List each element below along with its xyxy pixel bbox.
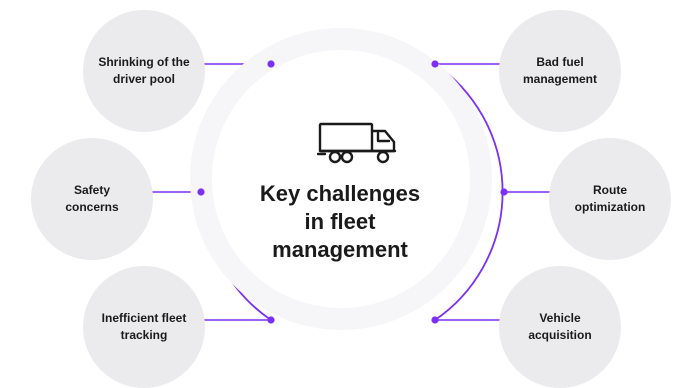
diagram-title: Key challenges in fleet management [259,181,421,262]
challenge-label: Vehicle acquisition [528,311,592,342]
challenge-node-driver-pool: Shrinking of the driver pool [83,10,205,132]
challenge-node-tracking: Inefficient fleet tracking [83,266,205,388]
challenge-node-vehicle: Vehicle acquisition [499,266,621,388]
connector-dot [267,60,275,68]
challenge-label: Bad fuel management [522,55,598,86]
challenge-node-fuel: Bad fuel management [499,10,621,132]
connector-dot [500,188,508,196]
challenge-label: Safety concerns [65,183,119,214]
connector-dot [431,60,439,68]
challenge-label: Route optimization [574,183,646,214]
challenge-label: Shrinking of the driver pool [98,55,190,86]
connector-dot [197,188,205,196]
challenge-node-safety: Safety concerns [31,138,153,260]
challenge-node-route: Route optimization [549,138,671,260]
connector-dot [267,316,275,324]
center-circle [212,50,470,308]
challenge-label: Inefficient fleet tracking [101,311,187,342]
truck-icon [317,122,397,164]
connector-dot [431,316,439,324]
